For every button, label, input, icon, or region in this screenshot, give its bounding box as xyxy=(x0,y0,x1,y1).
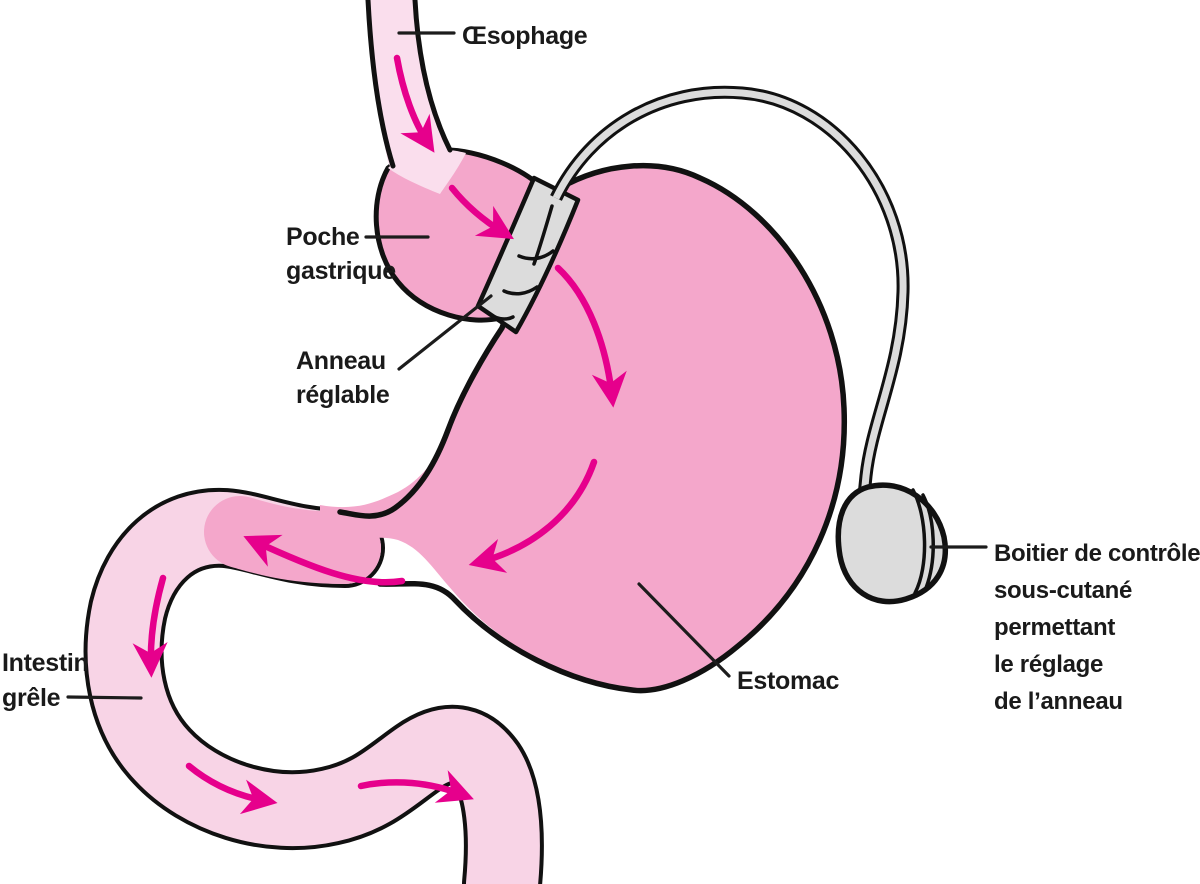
arrow-pouch xyxy=(448,184,514,240)
adjustable-band-shape xyxy=(475,175,581,335)
label-control-port: Boitier de contrôle sous-cutané permetta… xyxy=(994,535,1200,720)
label-adjustable-band: Anneau réglable xyxy=(296,344,390,412)
label-stomach-text: Estomac xyxy=(737,667,840,695)
label-band-line1: Anneau xyxy=(296,347,386,375)
esophagus-right-edge xyxy=(412,0,453,153)
arrow-duodenum xyxy=(132,574,168,678)
label-port-line4: le réglage xyxy=(994,651,1104,678)
label-esophagus: Œsophage xyxy=(462,19,588,53)
catheter-tube xyxy=(550,85,910,497)
label-gastric-pouch: Poche gastrique xyxy=(286,220,396,288)
arrow-stomach-upper xyxy=(554,264,627,408)
flow-arrows xyxy=(132,54,627,815)
port-membrane-lines xyxy=(911,488,935,595)
label-intestine-line1: Intestin xyxy=(2,649,89,677)
esophagus-left-edge xyxy=(365,0,396,169)
label-pouch-line1: Poche xyxy=(286,223,360,251)
arrow-stomach-lower xyxy=(468,458,598,573)
esophagus-fill xyxy=(369,0,452,170)
band-detail-lines xyxy=(485,204,555,321)
label-port-line5: de l’anneau xyxy=(994,688,1123,715)
port-body xyxy=(835,482,948,605)
label-band-line2: réglable xyxy=(296,381,390,409)
arrow-esophagus xyxy=(393,54,435,153)
label-small-intestine: Intestin grêle xyxy=(2,646,89,716)
band-strip xyxy=(475,175,581,335)
tube-fill xyxy=(552,88,907,497)
label-port-line1: Boitier de contrôle xyxy=(994,540,1200,567)
label-pouch-line2: gastrique xyxy=(286,257,396,285)
leader-intestine xyxy=(66,695,143,700)
label-stomach: Estomac xyxy=(737,664,839,698)
control-port-shape xyxy=(835,482,948,605)
label-port-line3: permettant xyxy=(994,614,1116,641)
esophagus-shape xyxy=(365,0,453,170)
leader-band xyxy=(397,294,493,371)
arrow-antrum xyxy=(243,534,406,586)
label-port-line2: sous-cutané xyxy=(994,577,1133,604)
label-intestine-line2: grêle xyxy=(2,684,61,712)
stomach-outline xyxy=(337,162,848,694)
leader-stomach xyxy=(637,582,731,678)
leader-lines xyxy=(66,31,988,700)
stomach-body xyxy=(320,166,845,691)
label-esophagus-text: Œsophage xyxy=(462,22,588,50)
arrow-intestine-right xyxy=(357,770,474,803)
arrow-intestine-left xyxy=(185,762,278,815)
